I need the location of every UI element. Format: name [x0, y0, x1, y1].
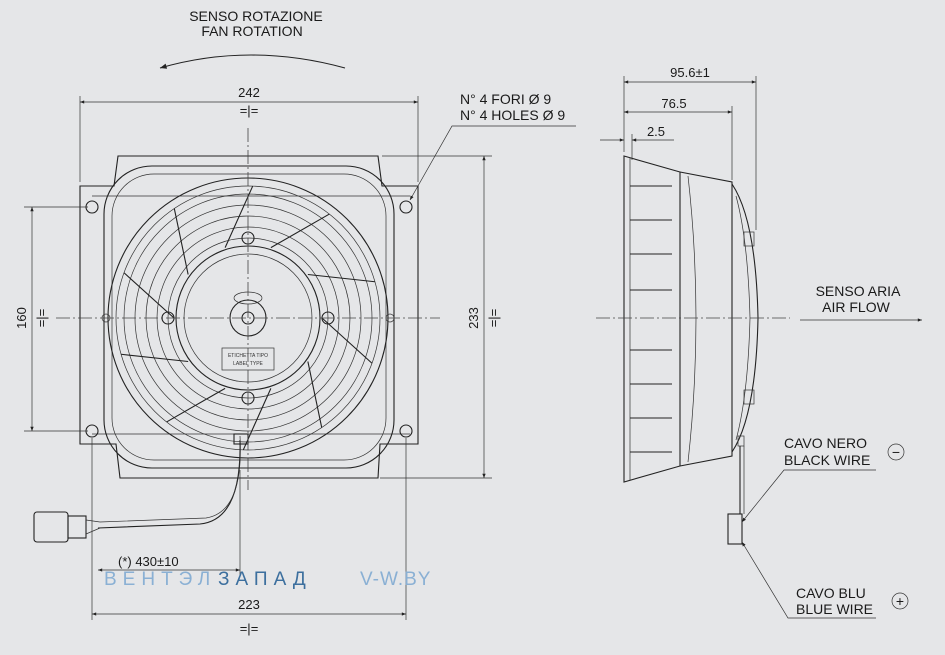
side-ribs: [630, 185, 672, 453]
plus-icon: [891, 592, 909, 610]
label-plate-line2: LABEL TYPE: [233, 361, 263, 367]
svg-text:=|=: =|=: [240, 103, 259, 118]
svg-text:=|=: =|=: [486, 309, 501, 328]
watermark-brand-a: ВЕНТЭЛ: [104, 569, 216, 590]
cable: [97, 439, 241, 529]
airflow-label-en: AIR FLOW: [822, 299, 890, 315]
watermark-brand-b: ЗАПАД: [218, 569, 312, 590]
frame-outline: [79, 155, 419, 479]
side-view: [596, 155, 790, 545]
side-dimensions: 95.6±1 76.5 2.5: [600, 65, 757, 230]
black-wire-label-it: CAVO NERO: [784, 435, 867, 451]
blue-wire-label-it: CAVO BLU: [796, 585, 866, 601]
black-wire-label-en: BLACK WIRE: [784, 452, 870, 468]
mount-hole-icon: [399, 200, 413, 214]
fan-blade: [307, 273, 375, 283]
blue-wire-annotation: CAVO BLU BLUE WIRE +: [741, 541, 909, 619]
svg-text:=|=: =|=: [34, 309, 49, 328]
dim-depth-body: 76.5: [661, 96, 686, 111]
rotation-label-it: SENSO ROTAZIONE: [189, 8, 323, 24]
mount-hole-icon: [399, 424, 413, 438]
dim-width-top: 242: [238, 85, 260, 100]
airflow-label-it: SENSO ARIA: [816, 283, 901, 299]
minus-icon: [887, 443, 905, 461]
rotation-label-en: FAN ROTATION: [201, 23, 302, 39]
fan-blade: [321, 317, 373, 364]
blue-wire-sign: +: [896, 593, 904, 609]
holes-label-en: N° 4 HOLES Ø 9: [460, 107, 565, 123]
holes-label-it: N° 4 FORI Ø 9: [460, 91, 551, 107]
rotation-arrow-icon: [159, 54, 346, 69]
fan-blade: [166, 387, 226, 423]
airflow-annotation: SENSO ARIA AIR FLOW: [800, 283, 923, 322]
watermark: ВЕНТЭЛ ЗАПАД V-W.BY: [104, 569, 431, 590]
dim-height-right: 233: [466, 307, 481, 329]
connector-icon: [33, 511, 69, 543]
dim-height-left: 160: [14, 307, 29, 329]
black-wire-annotation: CAVO NERO BLACK WIRE −: [741, 435, 905, 523]
fan-blade: [123, 272, 175, 319]
dim-width-bottom: 223: [238, 597, 260, 612]
front-dimensions: 242 =|= 160 =|= 233 =|= 223 =|= (*) 430±…: [14, 85, 501, 636]
rotation-annotation: SENSO ROTAZIONE FAN ROTATION: [159, 8, 346, 69]
dim-flange: 2.5: [647, 124, 665, 139]
side-frame: [623, 155, 681, 483]
watermark-site: V-W.BY: [360, 569, 431, 590]
side-body: [679, 171, 733, 467]
fan-blade: [121, 353, 189, 363]
svg-text:=|=: =|=: [240, 621, 259, 636]
holes-annotation: N° 4 FORI Ø 9 N° 4 HOLES Ø 9: [409, 91, 576, 201]
blue-wire-label-en: BLUE WIRE: [796, 601, 873, 617]
black-wire-sign: −: [892, 444, 900, 460]
dim-cable-length: (*) 430±10: [118, 554, 179, 569]
side-connector-icon: [727, 513, 743, 545]
dim-depth-total: 95.6±1: [670, 65, 710, 80]
shroud-outer: [103, 165, 395, 469]
fan-blade: [307, 361, 323, 428]
fan-blade: [173, 208, 189, 275]
front-view: ETICHETTA TIPO LABEL TYPE: [33, 128, 440, 543]
fan-blade: [270, 213, 330, 249]
fan-blades: [121, 185, 375, 451]
